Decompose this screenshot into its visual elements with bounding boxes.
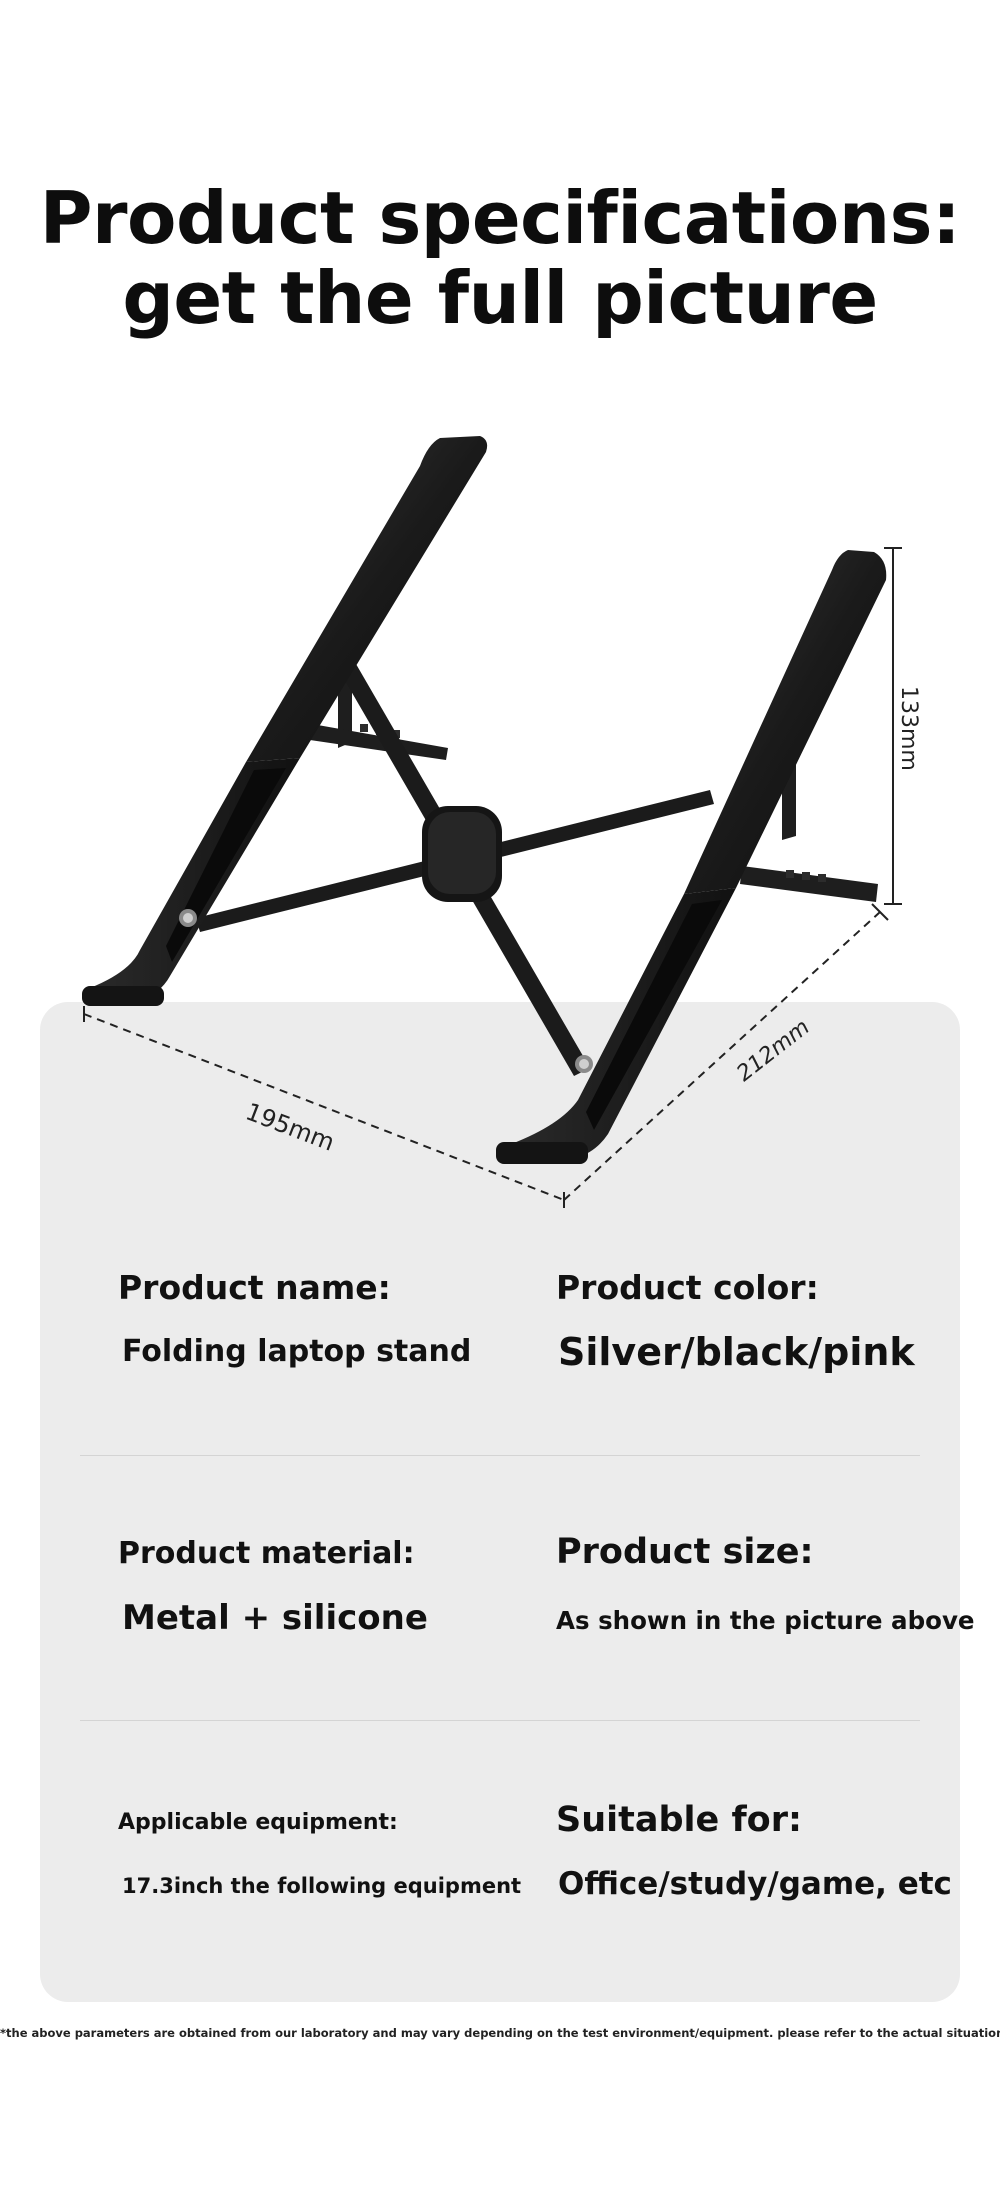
dimension-height-label: 133mm	[896, 686, 921, 771]
disclaimer-footnote: *the above parameters are obtained from …	[0, 2026, 1000, 2040]
product-size-value: As shown in the picture above	[556, 1606, 975, 1635]
product-color-value: Silver/black/pink	[558, 1330, 915, 1374]
dimension-depth-label: 212mm	[732, 1015, 814, 1087]
page-title-line-2: get the full picture	[122, 256, 878, 340]
product-material-value: Metal + silicone	[122, 1598, 428, 1638]
dimension-depth	[563, 911, 881, 1201]
product-size-label: Product size:	[556, 1532, 814, 1572]
suitable-for-value: Office/study/game, etc	[558, 1866, 952, 1902]
product-name-value: Folding laptop stand	[122, 1334, 472, 1369]
product-material-label: Product material:	[118, 1536, 415, 1571]
page-title-line-1: Product specifications:	[39, 176, 961, 260]
product-color-label: Product color:	[556, 1268, 819, 1307]
applicable-equipment-label: Applicable equipment:	[118, 1810, 398, 1835]
spec-divider-1	[80, 1455, 920, 1456]
dimension-width	[83, 1013, 565, 1201]
right-stand-arm	[496, 550, 887, 1164]
laptop-stand-illustration: 133mm 195mm 212mm	[82, 436, 921, 1208]
specs-card	[40, 1002, 960, 2002]
suitable-for-label: Suitable for:	[556, 1800, 802, 1840]
applicable-equipment-value: 17.3inch the following equipment	[122, 1874, 522, 1898]
dimension-height	[884, 547, 902, 905]
product-name-label: Product name:	[118, 1268, 391, 1307]
spec-divider-2	[80, 1720, 920, 1721]
left-stand-arm	[82, 436, 488, 1006]
page-title: Product specifications: get the full pic…	[0, 178, 1000, 338]
center-hinge	[422, 806, 502, 902]
